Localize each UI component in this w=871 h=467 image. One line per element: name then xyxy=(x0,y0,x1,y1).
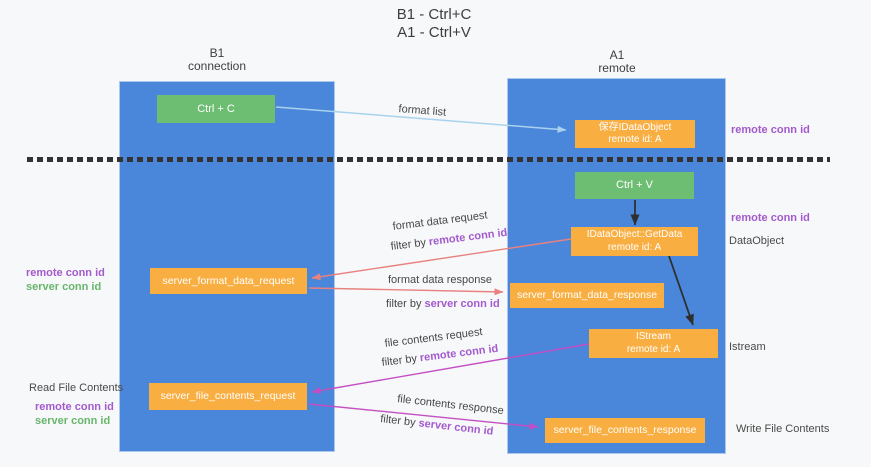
remote-conn-id-keyword: remote conn id xyxy=(428,226,508,249)
read-file-contents-text: Read File Contents xyxy=(29,382,124,394)
side-istream: Istream xyxy=(729,341,766,353)
lane-a1-subtitle: remote xyxy=(598,61,636,75)
node-ctrl-v: Ctrl + V xyxy=(575,172,694,199)
node-idataobject-getdata: IDataObject::GetData remote id: A xyxy=(571,227,698,256)
istream-text: Istream xyxy=(729,341,766,353)
lane-b1-subtitle: connection xyxy=(187,59,247,73)
node-istream-line1: IStream xyxy=(635,331,671,342)
label-file-contents-response-text: file contents response xyxy=(396,393,505,418)
side-read-file-contents: Read File Contents xyxy=(29,382,123,394)
node-server-file-contents-response: server_file_contents_response xyxy=(545,418,705,443)
label-format-list: format list xyxy=(398,103,446,119)
filter-by-text: filter by xyxy=(386,298,422,310)
node-save-idataobject: 保存IDataObject remote id: A xyxy=(575,120,695,148)
node-ctrl-c: Ctrl + C xyxy=(157,95,275,123)
node-format-response-label: server_format_data_response xyxy=(516,289,658,301)
write-file-contents-text: Write File Contents xyxy=(736,423,830,435)
node-server-format-data-request: server_format_data_request xyxy=(150,268,307,294)
label-format-list-text: format list xyxy=(398,103,447,119)
remote-conn-id-text: remote conn id xyxy=(731,212,810,224)
node-file-request-label: server_file_contents_request xyxy=(160,390,296,402)
label-format-data-response: format data response xyxy=(388,274,492,286)
node-save-idataobject-line1: 保存IDataObject xyxy=(598,121,672,133)
node-ctrl-c-label: Ctrl + C xyxy=(197,102,235,115)
server-conn-id-text: server conn id xyxy=(35,415,111,427)
lane-a1-name: A1 xyxy=(609,48,625,62)
side-remote-conn-id-mid: remote conn id xyxy=(731,212,810,224)
server-conn-id-keyword: server conn id xyxy=(417,417,494,438)
title-line-a1: A1 - Ctrl+V xyxy=(397,24,471,41)
side-remote-conn-id-top: remote conn id xyxy=(731,124,810,136)
lane-header-a1: A1 remote xyxy=(547,49,687,75)
diagram-title: B1 - Ctrl+C A1 - Ctrl+V xyxy=(0,6,868,42)
node-file-response-label: server_file_contents_response xyxy=(553,424,697,436)
server-conn-id-keyword: server conn id xyxy=(424,298,500,310)
label-format-data-request: format data request xyxy=(392,209,488,233)
node-format-request-label: server_format_data_request xyxy=(162,274,295,287)
side-server-conn-id-left-bottom: server conn id xyxy=(35,415,110,427)
node-save-idataobject-line2: remote id: A xyxy=(608,134,662,145)
remote-conn-id-text: remote conn id xyxy=(731,124,810,136)
filter-by-text: filter by xyxy=(390,236,427,253)
remote-conn-id-text: remote conn id xyxy=(26,267,105,279)
label-file-contents-response: file contents response xyxy=(397,393,505,417)
side-remote-conn-id-left-top: remote conn id xyxy=(26,267,105,279)
lane-b1-name: B1 xyxy=(209,46,225,60)
node-ctrl-v-label: Ctrl + V xyxy=(616,179,653,191)
label-format-data-response-text: format data response xyxy=(388,274,492,286)
node-getdata-line1: IDataObject::GetData xyxy=(586,229,683,240)
side-remote-conn-id-left-bottom: remote conn id xyxy=(35,401,114,413)
node-server-file-contents-request: server_file_contents_request xyxy=(149,383,307,410)
node-istream-line2: remote id: A xyxy=(626,343,681,355)
remote-conn-id-text: remote conn id xyxy=(35,401,114,413)
server-conn-id-text: server conn id xyxy=(26,281,102,293)
dashed-separator xyxy=(27,157,830,162)
node-server-format-data-response: server_format_data_response xyxy=(510,283,664,308)
node-getdata-line2: remote id: A xyxy=(607,241,662,253)
node-istream: IStream remote id: A xyxy=(589,329,718,358)
side-dataobject: DataObject xyxy=(729,235,784,247)
dataobject-text: DataObject xyxy=(729,235,785,247)
remote-conn-id-keyword: remote conn id xyxy=(419,342,499,365)
arrow-format-data-response xyxy=(308,287,504,296)
filter-by-text: filter by xyxy=(381,352,418,369)
label-format-data-request-text: format data request xyxy=(392,209,489,233)
side-write-file-contents: Write File Contents xyxy=(736,423,829,435)
side-server-conn-id-left-top: server conn id xyxy=(26,281,101,293)
title-line-b1: B1 - Ctrl+C xyxy=(396,6,472,23)
filter-by-text: filter by xyxy=(379,413,417,429)
lane-header-b1: B1 connection xyxy=(147,47,287,73)
